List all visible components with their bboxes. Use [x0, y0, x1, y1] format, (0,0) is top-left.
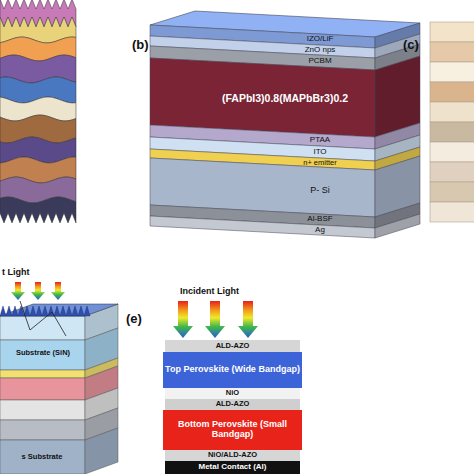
- layer-label: Bottom Perovskite (Small Bandgap): [163, 420, 302, 440]
- layer-side: [85, 428, 118, 474]
- light-arrow: [173, 301, 193, 338]
- film-layer-band: PCBM: [285, 55, 355, 67]
- layer-label: IZO/LiF: [307, 35, 334, 44]
- layer-label: ITO: [313, 148, 326, 157]
- pyramid-texture: [30, 306, 36, 316]
- layer-label: s Substrate: [22, 453, 63, 461]
- layer-front: [150, 216, 375, 238]
- substrate-band: s Substrate: [2, 450, 82, 464]
- light-label: Incident Light: [180, 287, 239, 297]
- layer-label: n+ emitter: [303, 159, 337, 167]
- pyramid-texture: [6, 306, 12, 316]
- layer-label: PCBM: [308, 57, 331, 66]
- light-arrow: [205, 301, 225, 338]
- layer: [430, 142, 474, 162]
- film-layer-band: IZO/LiF: [285, 34, 355, 45]
- film-layer-box: NiO/ALD-AZO: [165, 450, 300, 461]
- layer-front: [150, 58, 375, 137]
- layer-front: [0, 420, 85, 440]
- layer: [430, 22, 474, 42]
- pyramid-texture: [36, 306, 42, 316]
- film-layer-box: NiO: [165, 388, 300, 399]
- pyramid-texture: [54, 306, 60, 316]
- absorber-layer-box: Bottom Perovskite (Small Bandgap): [163, 410, 302, 450]
- film-layer-band: n+ emitter: [285, 158, 355, 167]
- pyramid-texture: [42, 306, 48, 316]
- pyramid-texture: [60, 306, 66, 316]
- film-layer-box: ALD-AZO: [165, 399, 300, 410]
- layer: [430, 42, 474, 62]
- panel-e-arrows: [173, 301, 258, 338]
- layer-label: ALD-AZO: [216, 400, 250, 408]
- layer-label: P- Si: [310, 186, 330, 196]
- layer: [430, 182, 474, 202]
- layer: [430, 62, 474, 82]
- layer-front: [0, 378, 85, 400]
- film-layer-band: ITO: [285, 146, 355, 158]
- substrate-band: Substrate (SiN): [4, 346, 82, 360]
- pyramid-texture: [0, 306, 6, 316]
- layer: [430, 122, 474, 142]
- film-layer-band: Al-BSF: [285, 214, 355, 225]
- pyramid-texture: [72, 306, 78, 316]
- film-layer-band: ZnO nps: [285, 45, 355, 55]
- layer-label: ALD-AZO: [216, 342, 250, 350]
- layer: [430, 102, 474, 122]
- layer-label: Metal Contact (Al): [199, 463, 267, 472]
- layer-label: PTAA: [310, 136, 330, 145]
- light-label: t Light: [2, 268, 30, 278]
- panel-label: (e): [126, 312, 142, 326]
- light-arrow: [238, 301, 258, 338]
- top-face: [0, 304, 118, 316]
- layer-label: NiO/ALD-AZO: [208, 451, 257, 459]
- panel-c-stack: [430, 22, 474, 222]
- panel-b-stack: [150, 11, 420, 238]
- layer-side: [375, 214, 420, 238]
- light-arrow: [51, 282, 65, 300]
- layer-label: (FAPbI3)0.8(MAPbBr3)0.2: [222, 93, 348, 105]
- pyramid-texture: [84, 306, 90, 316]
- absorber-layer-box: Top Perovskite (Wide Bandgap): [163, 352, 302, 388]
- film-layer-band: Ag: [285, 225, 355, 235]
- layer: [430, 82, 474, 102]
- panel-label: (b): [132, 38, 149, 52]
- layer-front: [0, 440, 85, 474]
- layer-front: [0, 370, 85, 378]
- film-layer: [0, 197, 76, 223]
- contact-layer-box: Metal Contact (Al): [165, 461, 300, 474]
- layer-label: Substrate (SiN): [16, 349, 70, 357]
- layer-label: Al-BSF: [307, 215, 332, 224]
- layer-label: ZnO nps: [305, 46, 336, 55]
- layer: [430, 162, 474, 182]
- light-arrow: [11, 282, 25, 300]
- layer-front: [0, 340, 85, 370]
- film-layer-band: P- Si: [285, 167, 355, 214]
- layer: [430, 202, 474, 222]
- layer-label: Top Perovskite (Wide Bandgap): [165, 365, 300, 375]
- panel-d-stack: [0, 282, 118, 474]
- pyramid-texture: [78, 306, 84, 316]
- layer-front: [0, 400, 85, 420]
- layer-label: NiO: [226, 389, 239, 397]
- pyramid-texture: [12, 306, 18, 316]
- film-layer-band: PTAA: [285, 134, 355, 146]
- light-ray: [20, 301, 66, 336]
- panel-label: (c): [403, 38, 419, 52]
- panel-a-stack: [0, 0, 76, 223]
- absorber-layer-band: (FAPbI3)0.8(MAPbBr3)0.2: [190, 65, 380, 132]
- layer-label: Ag: [315, 226, 325, 235]
- light-arrow: [31, 282, 45, 300]
- pyramid-texture: [66, 306, 72, 316]
- film-layer-box: ALD-AZO: [165, 340, 300, 352]
